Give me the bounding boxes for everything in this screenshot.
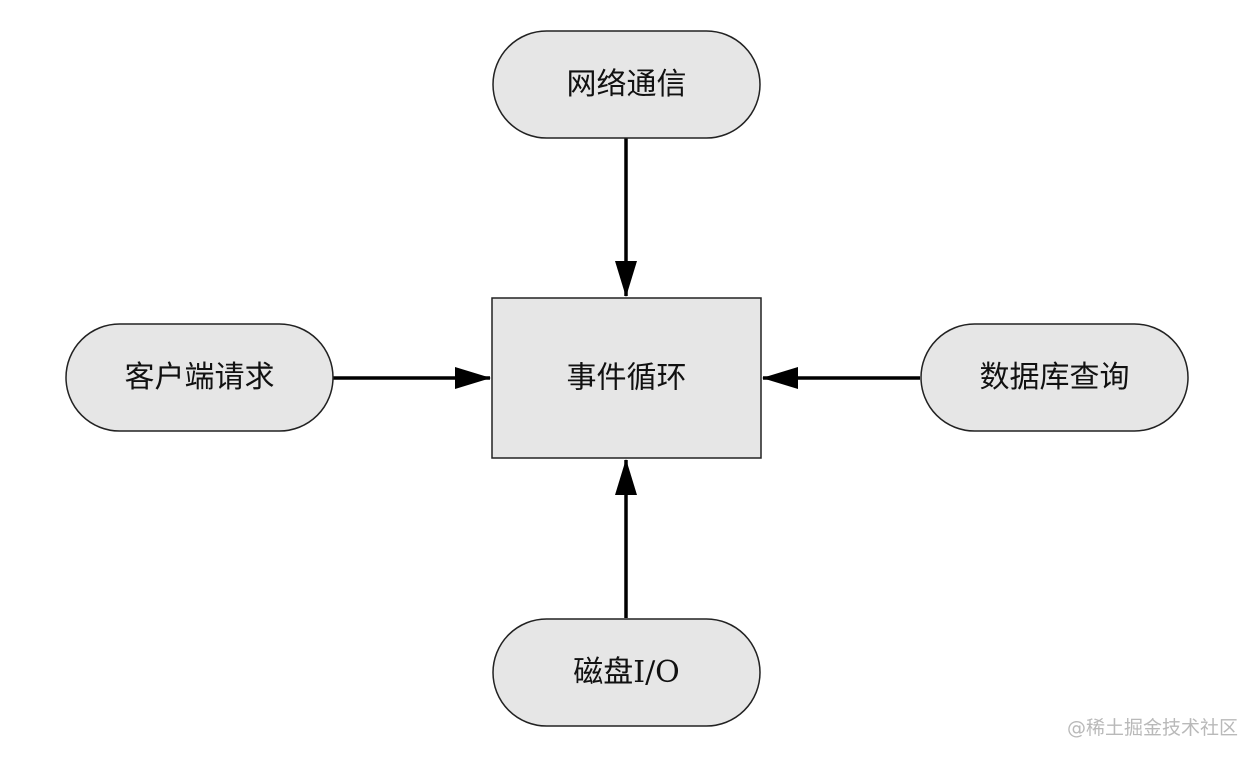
node-eventloop-shape [491, 297, 762, 459]
node-network-label: 网络通信 [567, 67, 687, 102]
node-disk-shape [492, 618, 761, 727]
node-eventloop: 事件循环 [491, 297, 762, 459]
node-database-label: 数据库查询 [980, 360, 1130, 395]
node-eventloop-label: 事件循环 [567, 361, 687, 396]
node-database: 数据库查询 [920, 323, 1189, 432]
node-disk-label: 磁盘I/O [573, 655, 680, 690]
node-network: 网络通信 [492, 30, 761, 139]
node-client-label: 客户端请求 [125, 360, 275, 395]
node-disk: 磁盘I/O [492, 618, 761, 727]
node-client-shape [65, 323, 334, 432]
node-database-shape [920, 323, 1189, 432]
node-network-shape [492, 30, 761, 139]
edges [333, 138, 920, 618]
node-client: 客户端请求 [65, 323, 334, 432]
watermark-text: @稀土掘金技术社区 [1066, 717, 1238, 739]
